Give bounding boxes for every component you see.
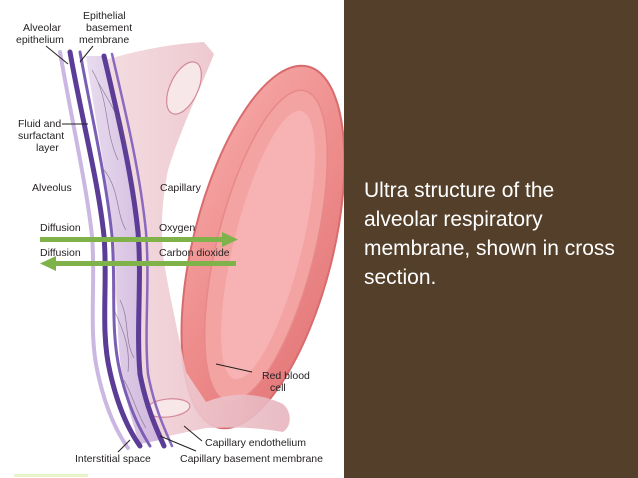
label-interstitial-space: Interstitial space <box>75 453 151 465</box>
label-carbon-dioxide: Carbon dioxide <box>159 247 230 259</box>
label-capillary-endothelium: Capillary endothelium <box>205 437 306 449</box>
diagram-panel: Alveolar epithelium Epithelial basement … <box>0 10 344 477</box>
label-capillary-basement-membrane: Capillary basement membrane <box>180 453 323 465</box>
interstitial-space <box>86 56 160 444</box>
label-oxygen: Oxygen <box>159 222 195 234</box>
carbon-dioxide-diffusion-arrow <box>40 256 236 271</box>
leader-lines <box>45 45 253 453</box>
label-fluid-surfactant-layer: Fluid and surfactant layer <box>18 118 67 154</box>
label-alveolar-epithelium: Alveolar epithelium <box>16 22 64 46</box>
label-red-blood-cell: Red blood cell <box>262 370 313 394</box>
membrane-layers <box>58 49 174 450</box>
footer-accent-bar <box>14 474 88 477</box>
label-capillary: Capillary <box>160 182 202 194</box>
oxygen-diffusion-arrow <box>40 232 238 247</box>
interstitial-fibres <box>91 69 147 429</box>
caption-panel: Ultra structure of the alveolar respirat… <box>344 0 638 478</box>
alveolus-region <box>0 150 64 340</box>
label-epithelial-basement-membrane: Epithelial basement membrane <box>79 10 135 46</box>
slide-caption: Ultra structure of the alveolar respirat… <box>364 179 615 289</box>
label-diffusion-carbon-dioxide: Diffusion <box>40 247 81 259</box>
label-diffusion-oxygen: Diffusion <box>40 222 81 234</box>
label-alveolus: Alveolus <box>32 182 72 194</box>
respiratory-membrane-diagram: Alveolar epithelium Epithelial basement … <box>0 10 344 465</box>
